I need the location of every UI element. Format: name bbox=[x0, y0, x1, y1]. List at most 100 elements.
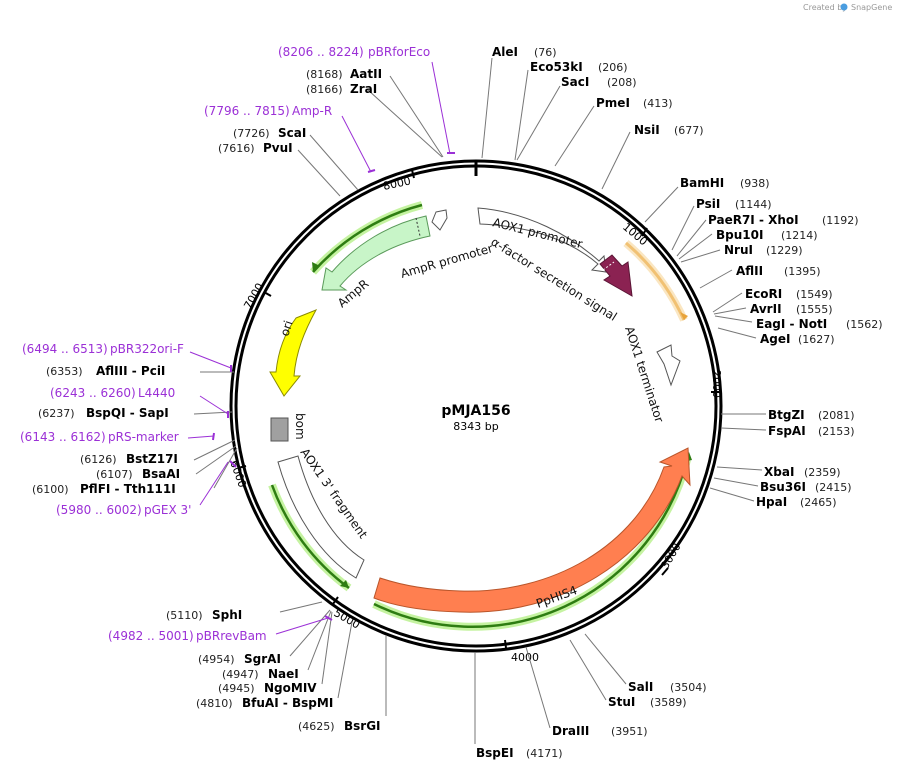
site-name: BstZ17I bbox=[126, 452, 178, 466]
site-name: PmeI bbox=[596, 96, 630, 110]
site-name: BfuAI - BspMI bbox=[242, 696, 333, 710]
site-pos: (3951) bbox=[611, 725, 648, 738]
primer-name: pGEX 3' bbox=[144, 503, 191, 517]
svg-text:AmpR promoter: AmpR promoter bbox=[399, 241, 495, 281]
site-name: AatII bbox=[350, 67, 382, 81]
svg-text:5000: 5000 bbox=[332, 606, 363, 631]
restriction-sites-left: (8168) AatII (8166) ZraI (7726) ScaI (76… bbox=[32, 67, 444, 733]
site-name: PaeR7I - XhoI bbox=[708, 213, 799, 227]
feature-bom[interactable]: bom bbox=[270, 413, 307, 442]
svg-text:6000: 6000 bbox=[227, 459, 249, 490]
orf-arc-green-right bbox=[373, 459, 689, 629]
site-pos: (4171) bbox=[526, 747, 563, 760]
primer-range: (7796 .. 7815) bbox=[204, 104, 290, 118]
site-pos: (76) bbox=[534, 46, 557, 59]
orf-arrow-green-top bbox=[312, 262, 320, 272]
tick-6000: 6000 bbox=[227, 459, 249, 490]
orf-arc-green-top bbox=[312, 203, 423, 273]
primer-name: Amp-R bbox=[292, 104, 332, 118]
primer-name: L4440 bbox=[138, 386, 175, 400]
site-pos: (1549) bbox=[796, 288, 833, 301]
site-name: SalI bbox=[628, 680, 653, 694]
restriction-sites-right: AleI (76) Eco53kI (206) SacI (208) PmeI … bbox=[474, 45, 883, 760]
site-name: SgrAI bbox=[244, 652, 281, 666]
site-pos: (1562) bbox=[846, 318, 883, 331]
site-name: ScaI bbox=[278, 126, 306, 140]
site-name: DraIII bbox=[552, 724, 589, 738]
site-name: BtgZI bbox=[768, 408, 805, 422]
site-pos: (6237) bbox=[38, 407, 75, 420]
site-name: SacI bbox=[561, 75, 589, 89]
site-pos: (6353) bbox=[46, 365, 83, 378]
site-name: StuI bbox=[608, 695, 635, 709]
site-name: Bsu36I bbox=[760, 480, 806, 494]
site-pos: (1555) bbox=[796, 303, 833, 316]
primer-name: pBRforEco bbox=[368, 45, 430, 59]
site-pos: (1214) bbox=[781, 229, 818, 242]
primers: (8206 .. 8224) pBRforEco (7796 .. 7815) … bbox=[20, 45, 455, 643]
feature-aox1-terminator[interactable]: AOX1 terminator bbox=[622, 325, 681, 425]
site-name: SphI bbox=[212, 608, 242, 622]
primer-range: (6143 .. 6162) bbox=[20, 430, 106, 444]
svg-text:ori: ori bbox=[278, 319, 296, 338]
site-pos: (4625) bbox=[298, 720, 335, 733]
primer-name: pRS-marker bbox=[108, 430, 179, 444]
site-pos: (3504) bbox=[670, 681, 707, 694]
site-pos: (8166) bbox=[306, 83, 343, 96]
feature-alpha-factor[interactable]: α-factor secretion signal bbox=[488, 235, 633, 324]
site-pos: (8168) bbox=[306, 68, 343, 81]
tick-4000: 4000 bbox=[504, 639, 539, 664]
site-pos: (1395) bbox=[784, 265, 821, 278]
site-name: BspQI - SapI bbox=[86, 406, 169, 420]
site-name: HpaI bbox=[756, 495, 787, 509]
primer-range: (6243 .. 6260) bbox=[50, 386, 136, 400]
watermark-brand: SnapGene bbox=[851, 3, 892, 12]
site-pos: (1229) bbox=[766, 244, 803, 257]
orf-arc-orange-glow bbox=[623, 239, 688, 322]
site-name: AvrII bbox=[750, 302, 782, 316]
primer-name: pBR322ori-F bbox=[110, 342, 184, 356]
site-pos: (2081) bbox=[818, 409, 855, 422]
site-name: Eco53kI bbox=[530, 60, 583, 74]
orf-arc-green-left bbox=[270, 484, 350, 590]
site-pos: (677) bbox=[674, 124, 704, 137]
site-name: ZraI bbox=[350, 82, 377, 96]
site-pos: (4810) bbox=[196, 697, 233, 710]
site-pos: (938) bbox=[740, 177, 770, 190]
feature-ori[interactable]: ori bbox=[269, 309, 318, 397]
orf-arrow-orange bbox=[680, 312, 688, 320]
site-pos: (1192) bbox=[822, 214, 859, 227]
site-name: XbaI bbox=[764, 465, 794, 479]
site-pos: (1144) bbox=[735, 198, 772, 211]
site-name: NgoMIV bbox=[264, 681, 317, 695]
site-name: EagI - NotI bbox=[756, 317, 827, 331]
site-name: EcoRI bbox=[745, 287, 782, 301]
tick-2000: 2000 bbox=[710, 370, 723, 398]
site-pos: (413) bbox=[643, 97, 673, 110]
site-pos: (4945) bbox=[218, 682, 255, 695]
site-pos: (206) bbox=[598, 61, 628, 74]
primer-range: (4982 .. 5001) bbox=[108, 629, 194, 643]
site-pos: (2465) bbox=[800, 496, 837, 509]
site-pos: (1627) bbox=[798, 333, 835, 346]
site-name: AflIII - PciI bbox=[96, 364, 165, 378]
svg-text:α-factor secretion signal: α-factor secretion signal bbox=[488, 235, 619, 324]
site-pos: (2359) bbox=[804, 466, 841, 479]
site-name: Bpu10I bbox=[716, 228, 763, 242]
site-pos: (208) bbox=[607, 76, 637, 89]
site-name: PflFI - Tth111I bbox=[80, 482, 176, 496]
site-pos: (4947) bbox=[222, 668, 259, 681]
site-name: FspAI bbox=[768, 424, 806, 438]
site-name: NsiI bbox=[634, 123, 660, 137]
site-pos: (4954) bbox=[198, 653, 235, 666]
svg-text:8000: 8000 bbox=[382, 174, 412, 193]
site-pos: (6107) bbox=[96, 468, 133, 481]
site-name: BsrGI bbox=[344, 719, 381, 733]
orf-arrow-green-left bbox=[340, 580, 349, 588]
primer-range: (6494 .. 6513) bbox=[22, 342, 108, 356]
site-pos: (7726) bbox=[233, 127, 270, 140]
site-name: NruI bbox=[724, 243, 753, 257]
site-name: BspEI bbox=[476, 746, 514, 760]
site-pos: (7616) bbox=[218, 142, 255, 155]
